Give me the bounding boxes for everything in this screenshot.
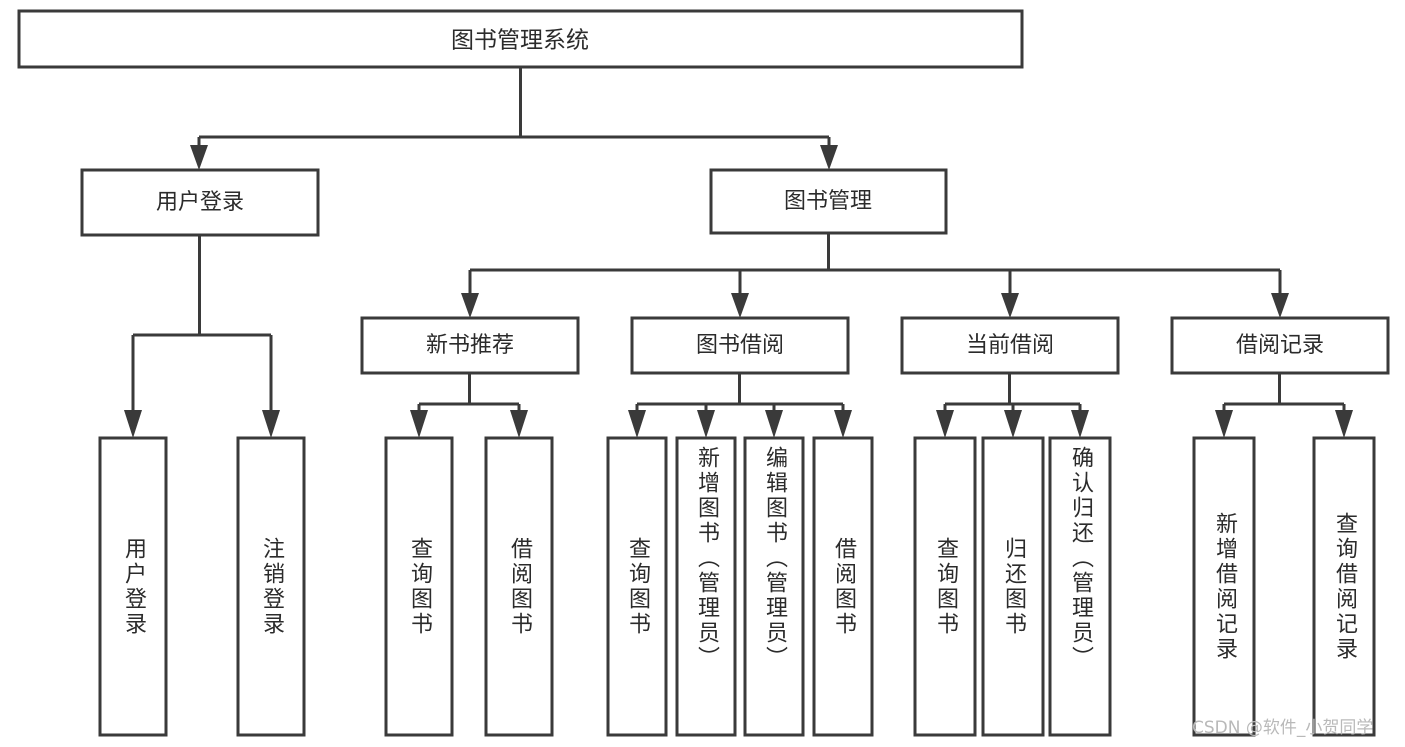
node-borrow-record[interactable]: 借阅记录 (1170, 316, 1390, 375)
node-new-book-recommend-label: 新书推荐 (426, 333, 514, 358)
node-book-management-rect[interactable] (709, 168, 948, 235)
node-root[interactable]: 图书管理系统 (17, 9, 1024, 69)
leaf-rect-user-login[interactable] (98, 436, 168, 737)
leaf-rect-nb-borrow-book[interactable] (484, 436, 554, 737)
arrow-head-leaf-user-login (124, 410, 142, 438)
node-book-management-label: 图书管理 (784, 189, 872, 214)
arrow-head-book-mgmt (820, 145, 838, 170)
arrow-head-cb-confirm-return (1071, 410, 1089, 438)
node-current-borrow-label: 当前借阅 (966, 333, 1054, 358)
arrow-head-borrow-record (1271, 293, 1289, 318)
node-book-borrow-label: 图书借阅 (696, 333, 784, 358)
arrow-head-nb-query-book (410, 410, 428, 438)
arrow-head-bb-add-book (697, 410, 715, 438)
node-borrow-record-rect[interactable] (1170, 316, 1390, 375)
arrow-head-br-add-record (1215, 410, 1233, 438)
node-user-login[interactable]: 用户登录 (80, 168, 320, 237)
node-borrow-record-label: 借阅记录 (1236, 333, 1324, 358)
arrow-head-cb-return-book (1004, 410, 1022, 438)
node-new-book-recommend-rect[interactable] (360, 316, 580, 375)
arrow-head-new-book (461, 293, 479, 318)
leaf-rect-bb-add-book[interactable] (675, 436, 737, 737)
arrow-head-nb-borrow-book (510, 410, 528, 438)
arrow-head-bb-borrow-book (834, 410, 852, 438)
leaf-rect-bb-query-book[interactable] (606, 436, 668, 737)
node-root-rect[interactable] (17, 9, 1024, 69)
arrow-head-current-borrow (1001, 293, 1019, 318)
leaf-rect-bb-borrow-book[interactable] (812, 436, 874, 737)
node-new-book-recommend[interactable]: 新书推荐 (360, 316, 580, 375)
leaf-rect-logout[interactable] (236, 436, 306, 737)
leaf-box-layer (98, 436, 1376, 737)
node-user-login-label: 用户登录 (156, 190, 244, 215)
node-book-borrow[interactable]: 图书借阅 (630, 316, 850, 375)
leaf-rect-br-query-record[interactable] (1312, 436, 1376, 737)
leaf-rect-cb-confirm-return[interactable] (1048, 436, 1112, 737)
arrow-head-user-login (190, 145, 208, 170)
watermark-text: CSDN @软件_小贺同学 (1192, 718, 1374, 738)
arrow-head-book-borrow (731, 293, 749, 318)
leaf-rect-cb-return-book[interactable] (981, 436, 1045, 737)
arrow-head-bb-edit-book (765, 410, 783, 438)
connector-layer (124, 67, 1353, 438)
node-user-login-rect[interactable] (80, 168, 320, 237)
node-current-borrow-rect[interactable] (900, 316, 1120, 375)
node-root-label: 图书管理系统 (451, 28, 589, 54)
arrow-head-cb-query-book (936, 410, 954, 438)
leaf-rect-bb-edit-book[interactable] (743, 436, 805, 737)
arrow-head-bb-query-book (628, 410, 646, 438)
leaf-rect-nb-query-book[interactable] (384, 436, 454, 737)
node-book-management[interactable]: 图书管理 (709, 168, 948, 235)
node-current-borrow[interactable]: 当前借阅 (900, 316, 1120, 375)
arrow-head-leaf-logout (262, 410, 280, 438)
node-book-borrow-rect[interactable] (630, 316, 850, 375)
arrow-head-br-query-record (1335, 410, 1353, 438)
leaf-rect-br-add-record[interactable] (1192, 436, 1256, 737)
leaf-rect-cb-query-book[interactable] (913, 436, 977, 737)
